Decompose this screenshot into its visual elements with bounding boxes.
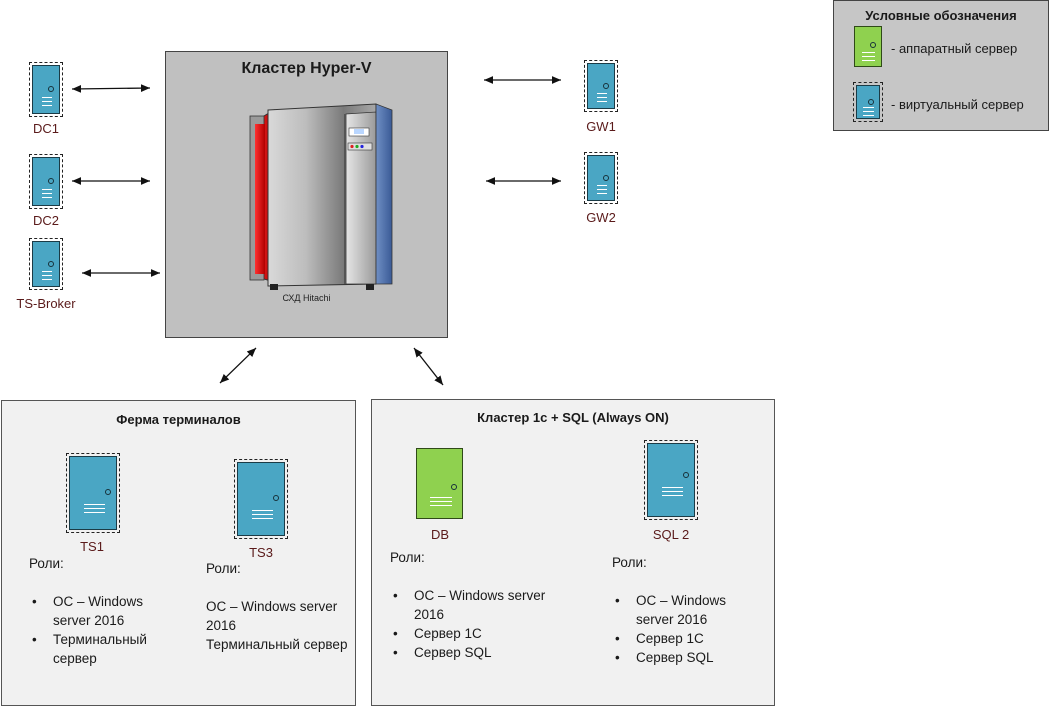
server-ts1-label: TS1: [80, 539, 104, 554]
server-tsbroker-icon: [29, 238, 63, 290]
legend-hardware-label: - аппаратный сервер: [891, 41, 1018, 56]
server-db-label: DB: [430, 527, 450, 542]
sql2-roles-heading: Роли:: [612, 555, 647, 570]
ts1-role-item: ОС – Windows server 2016: [29, 592, 179, 630]
sql-cluster: Кластер 1с + SQL (Always ON) DB SQL 2 Ро…: [371, 399, 775, 706]
sql2-role-item: Сервер 1С: [612, 629, 762, 648]
legend-virtual-server-icon: [853, 82, 883, 122]
sql2-role-item: Сервер SQL: [612, 648, 762, 667]
sql2-role-item: ОС – Windows server 2016: [612, 591, 762, 629]
server-gw2-icon: [584, 152, 618, 204]
server-sql2-label: SQL 2: [652, 527, 690, 542]
terminal-farm-title: Ферма терминалов: [116, 412, 241, 427]
server-ts3-icon: [234, 459, 288, 539]
ts1-roles-heading: Роли:: [29, 556, 64, 571]
arrow-sql-cluster: [413, 347, 444, 386]
server-gw2-label: GW2: [586, 210, 616, 225]
ts1-roles: Роли: ОС – Windows server 2016 Терминаль…: [29, 554, 179, 668]
server-gw1-icon: [584, 60, 618, 112]
hyperv-cluster-title: Кластер Hyper-V: [241, 60, 372, 77]
ts3-role-line: 2016: [206, 618, 237, 633]
ts3-roles-heading: Роли:: [206, 561, 241, 576]
server-dc1-icon: [29, 62, 63, 117]
arrow-dc1: [71, 84, 151, 93]
server-db-icon: [416, 448, 463, 519]
ts3-role-line: ОС – Windows server: [206, 599, 338, 614]
db-roles: Роли: ОС – Windows server 2016 Сервер 1С…: [390, 548, 550, 662]
server-gw1-label: GW1: [586, 119, 616, 134]
storage-label: СХД Hitachi: [282, 293, 331, 303]
ts1-role-item: Терминальный сервер: [29, 630, 179, 668]
server-ts3-label: TS3: [249, 545, 273, 560]
db-role-item: Сервер SQL: [390, 643, 550, 662]
legend: Условные обозначения - аппаратный сервер…: [833, 0, 1049, 131]
terminal-farm: Ферма терминалов TS1 TS3 Роли: ОС – Wind…: [1, 400, 356, 706]
server-tsbroker-label: TS-Broker: [16, 296, 76, 311]
ts3-roles: Роли: ОС – Windows server 2016 Терминаль…: [206, 559, 356, 654]
hyperv-cluster: Кластер Hyper-V: [165, 51, 448, 338]
server-dc1-label: DC1: [32, 121, 59, 136]
legend-virtual-label: - виртуальный сервер: [891, 97, 1024, 112]
legend-hardware-server-icon: [854, 26, 882, 67]
db-roles-heading: Роли:: [390, 550, 425, 565]
storage-icon: [249, 103, 393, 290]
db-role-item: Сервер 1С: [390, 624, 550, 643]
legend-title: Условные обозначения: [865, 8, 1017, 23]
arrow-terminal-farm: [219, 347, 257, 384]
ts3-role-line: Терминальный сервер: [206, 637, 348, 652]
server-dc2-label: DC2: [32, 213, 59, 228]
server-dc2-icon: [29, 154, 63, 209]
server-ts1-icon: [66, 453, 120, 533]
db-role-item: ОС – Windows server 2016: [390, 586, 550, 624]
server-sql2-icon: [644, 440, 698, 520]
sql-cluster-title: Кластер 1с + SQL (Always ON): [477, 410, 669, 425]
sql2-roles: Роли: ОС – Windows server 2016 Сервер 1С…: [612, 553, 762, 667]
